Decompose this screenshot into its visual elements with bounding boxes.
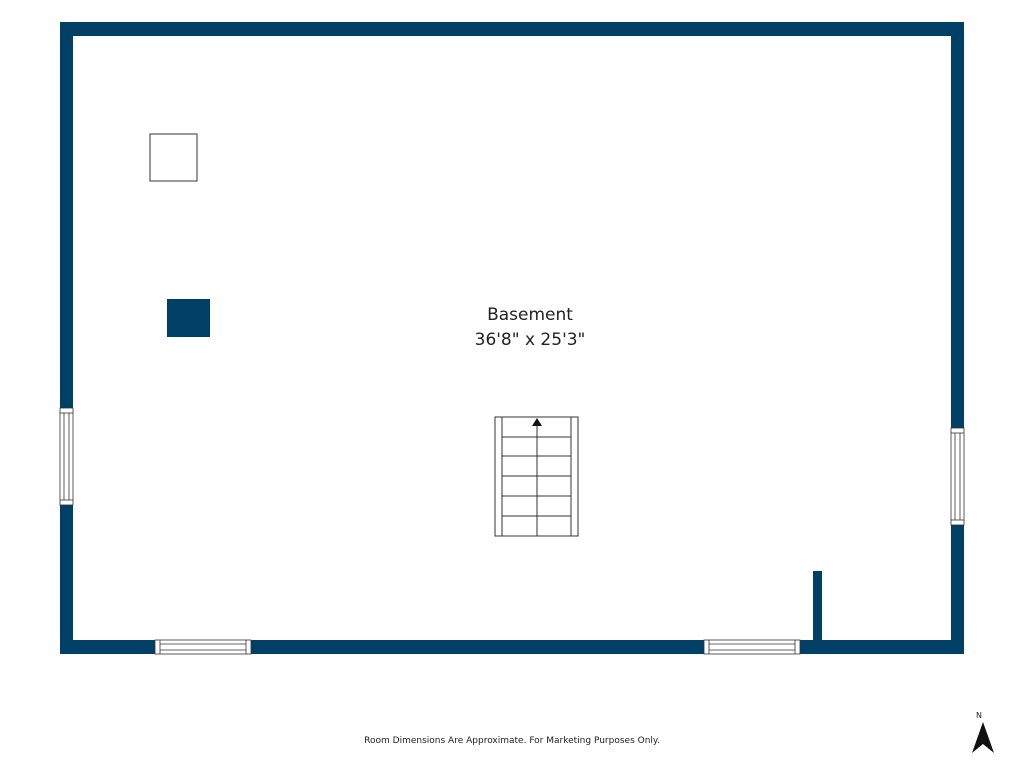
compass-label: N bbox=[976, 711, 982, 720]
wall-bottom-left bbox=[60, 640, 155, 654]
partition-wall bbox=[813, 571, 822, 643]
window-bottom-right bbox=[703, 639, 801, 655]
room-dimensions: 36'8" x 25'3" bbox=[475, 330, 586, 350]
room-name: Basement bbox=[487, 305, 573, 325]
stair-direction-arrow-icon bbox=[532, 418, 542, 426]
staircase bbox=[494, 416, 579, 537]
window-left bbox=[59, 407, 74, 506]
wall-top bbox=[60, 22, 964, 36]
wall-left-lower bbox=[60, 505, 73, 654]
column-solid-square bbox=[167, 299, 210, 337]
fixture-outline-square bbox=[149, 133, 198, 182]
north-arrow-icon bbox=[972, 722, 994, 753]
wall-bottom-middle bbox=[251, 640, 704, 654]
wall-bottom-right bbox=[800, 640, 964, 654]
disclaimer-note: Room Dimensions Are Approximate. For Mar… bbox=[364, 736, 660, 746]
wall-right-upper bbox=[951, 22, 964, 428]
window-right bbox=[950, 427, 965, 526]
exterior-walls bbox=[60, 22, 964, 654]
window-bottom-left bbox=[154, 639, 252, 655]
wall-right-lower bbox=[951, 525, 964, 654]
wall-left-upper bbox=[60, 22, 73, 408]
